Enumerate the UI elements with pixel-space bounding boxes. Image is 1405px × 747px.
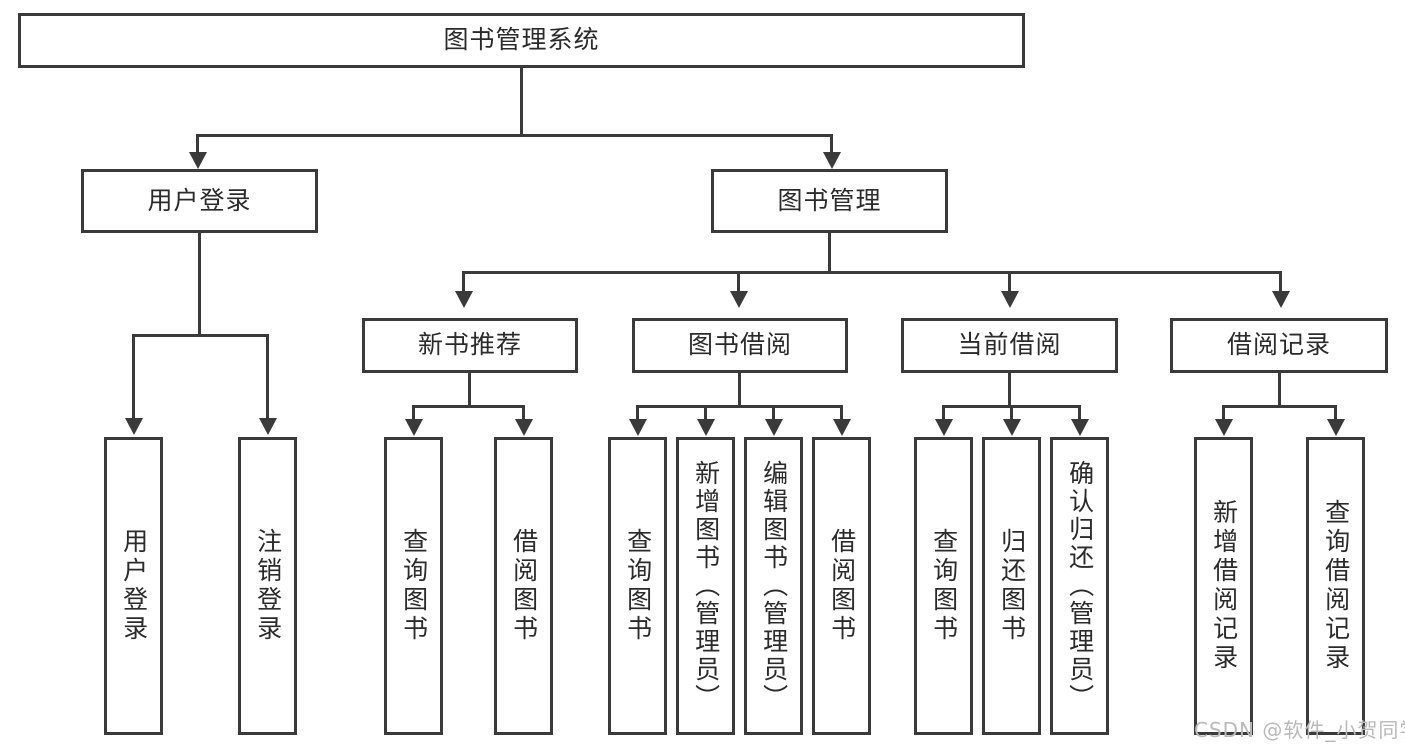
arrowhead-leaf-return-book <box>1003 419 1021 436</box>
node-leaf-query-record-label: 查询借阅记录 <box>1321 499 1351 673</box>
arrowhead-leaf-add-book <box>697 419 715 436</box>
node-borrow-record[interactable]: 借阅记录 <box>1170 318 1388 373</box>
arrowhead-user-login <box>189 152 207 169</box>
node-leaf-edit-book[interactable]: 编辑图书（管理员） <box>744 437 803 735</box>
node-leaf-logout[interactable]: 注销登录 <box>238 437 297 735</box>
connector-level2-drop-3 <box>1008 271 1011 293</box>
node-leaf-borrow-book-2-label: 借阅图书 <box>827 528 857 644</box>
connector-leaf-user-login-drop <box>132 334 135 420</box>
node-leaf-user-login-label: 用户登录 <box>119 528 149 644</box>
node-root[interactable]: 图书管理系统 <box>18 13 1025 68</box>
node-leaf-query-book-2-label: 查询图书 <box>623 528 653 644</box>
connector-leaf-borrow-book-2-drop <box>840 405 843 421</box>
node-new-book-rec[interactable]: 新书推荐 <box>362 318 578 373</box>
arrowhead-current-borrow <box>1001 291 1019 308</box>
node-leaf-borrow-book-2[interactable]: 借阅图书 <box>812 437 871 735</box>
arrowhead-leaf-borrow-book-2 <box>833 419 851 436</box>
arrowhead-leaf-edit-book <box>765 419 783 436</box>
node-current-borrow-label: 当前借阅 <box>957 330 1062 360</box>
arrowhead-leaf-query-book-1 <box>405 419 423 436</box>
connector-level1-drop-right <box>830 134 833 154</box>
node-root-label: 图书管理系统 <box>443 25 600 55</box>
node-leaf-confirm-return[interactable]: 确认归还（管理员） <box>1050 437 1109 735</box>
node-book-manage[interactable]: 图书管理 <box>711 169 948 233</box>
connector-leaf-query-book-2-drop <box>636 405 639 421</box>
node-leaf-borrow-book-1[interactable]: 借阅图书 <box>494 437 553 735</box>
arrowhead-book-borrow <box>730 291 748 308</box>
node-leaf-query-book-1-label: 查询图书 <box>399 528 429 644</box>
node-book-manage-label: 图书管理 <box>777 185 882 215</box>
connector-level1-bus <box>196 134 833 137</box>
connector-level2-drop-2 <box>737 271 740 293</box>
node-user-login[interactable]: 用户登录 <box>81 169 318 233</box>
connector-book-borrow-stem <box>738 373 741 407</box>
node-borrow-record-label: 借阅记录 <box>1226 330 1331 360</box>
connector-leaf-borrow-book-1-drop <box>522 405 525 421</box>
connector-leaf-query-book-3-drop <box>942 405 945 421</box>
connector-leaf-query-record-drop <box>1334 405 1337 421</box>
connector-user-login-bus <box>132 334 269 337</box>
connector-leaf-confirm-return-drop <box>1078 405 1081 421</box>
node-leaf-logout-label: 注销登录 <box>253 528 283 644</box>
arrowhead-leaf-borrow-book-1 <box>515 419 533 436</box>
node-book-borrow[interactable]: 图书借阅 <box>632 318 848 373</box>
node-leaf-add-record-label: 新增借阅记录 <box>1209 499 1239 673</box>
connector-user-login-stem <box>198 233 201 337</box>
connector-leaf-query-book-1-drop <box>412 405 415 421</box>
connector-level2-bus <box>462 271 1282 274</box>
arrowhead-new-book-rec <box>455 291 473 308</box>
node-leaf-edit-book-label: 编辑图书（管理员） <box>759 460 789 712</box>
arrowhead-borrow-record <box>1272 291 1290 308</box>
node-leaf-add-record[interactable]: 新增借阅记录 <box>1194 437 1253 735</box>
node-leaf-add-book-label: 新增图书（管理员） <box>691 460 721 712</box>
arrowhead-leaf-user-login <box>125 418 143 435</box>
node-leaf-query-book-3-label: 查询图书 <box>929 528 959 644</box>
arrowhead-leaf-logout <box>259 418 277 435</box>
node-leaf-borrow-book-1-label: 借阅图书 <box>509 528 539 644</box>
node-new-book-rec-label: 新书推荐 <box>417 330 522 360</box>
node-leaf-return-book[interactable]: 归还图书 <box>982 437 1041 735</box>
arrowhead-leaf-query-record <box>1327 419 1345 436</box>
node-leaf-user-login[interactable]: 用户登录 <box>104 437 163 735</box>
connector-borrow-record-stem <box>1278 373 1281 407</box>
connector-leaf-logout-drop <box>266 334 269 420</box>
connector-current-borrow-stem <box>1008 373 1011 407</box>
connector-leaf-add-book-drop <box>704 405 707 421</box>
node-leaf-add-book[interactable]: 新增图书（管理员） <box>676 437 735 735</box>
node-leaf-query-book-2[interactable]: 查询图书 <box>608 437 667 735</box>
node-leaf-query-book-1[interactable]: 查询图书 <box>384 437 443 735</box>
node-current-borrow[interactable]: 当前借阅 <box>901 318 1118 373</box>
connector-new-book-rec-stem <box>468 373 471 407</box>
connector-leaf-return-book-drop <box>1010 405 1013 421</box>
connector-new-book-rec-bus <box>412 405 525 408</box>
connector-level1-drop-left <box>196 134 199 154</box>
arrowhead-leaf-query-book-2 <box>629 419 647 436</box>
node-leaf-confirm-return-label: 确认归还（管理员） <box>1065 460 1095 712</box>
node-leaf-query-book-3[interactable]: 查询图书 <box>914 437 973 735</box>
connector-book-manage-stem <box>828 233 831 273</box>
node-leaf-query-record[interactable]: 查询借阅记录 <box>1306 437 1365 735</box>
arrowhead-book-manage <box>823 152 841 169</box>
connector-root-stem <box>520 68 523 136</box>
connector-borrow-record-bus <box>1222 405 1337 408</box>
arrowhead-leaf-confirm-return <box>1071 419 1089 436</box>
node-book-borrow-label: 图书借阅 <box>687 330 792 360</box>
arrowhead-leaf-query-book-3 <box>935 419 953 436</box>
connector-leaf-edit-book-drop <box>772 405 775 421</box>
node-leaf-return-book-label: 归还图书 <box>997 528 1027 644</box>
connector-level2-drop-1 <box>462 271 465 293</box>
arrowhead-leaf-add-record <box>1215 419 1233 436</box>
connector-book-borrow-bus <box>636 405 842 408</box>
connector-leaf-add-record-drop <box>1222 405 1225 421</box>
connector-level2-drop-4 <box>1279 271 1282 293</box>
node-user-login-label: 用户登录 <box>147 185 252 215</box>
